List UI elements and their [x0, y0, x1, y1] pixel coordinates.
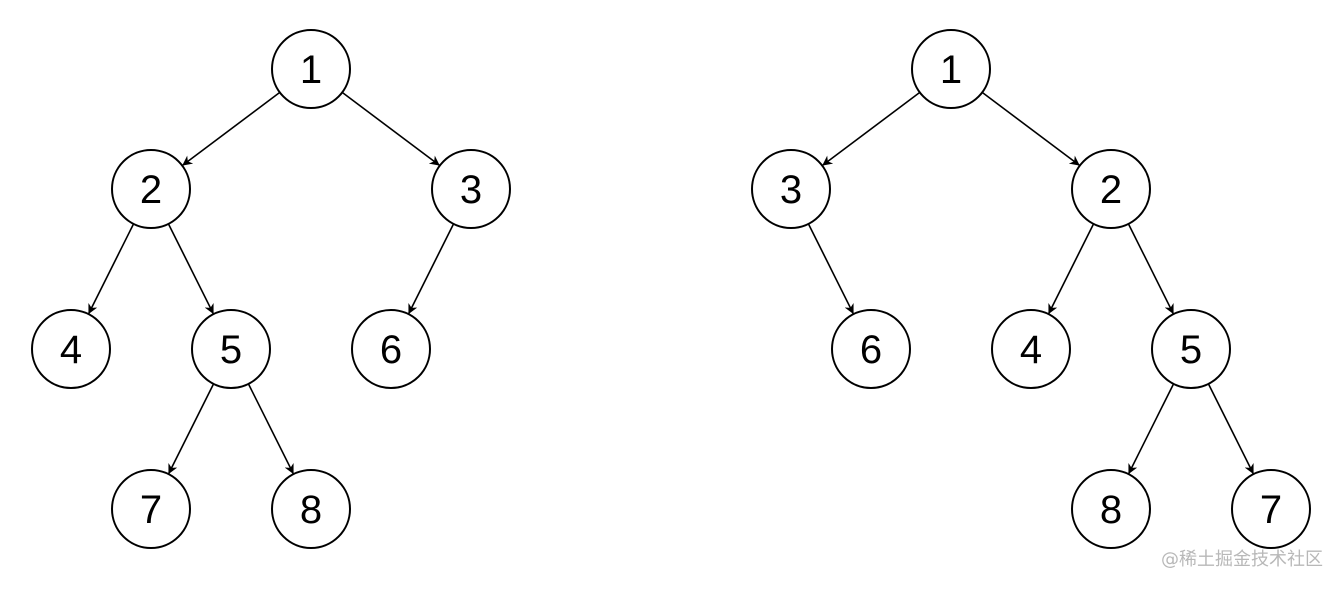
node-circle	[1071, 149, 1151, 229]
node-mirrored-2: 2	[1071, 149, 1151, 229]
node-circle	[111, 469, 191, 549]
node-label: 4	[1020, 328, 1042, 372]
edge-original-2-4	[88, 223, 135, 315]
node-mirrored-6: 6	[831, 309, 911, 389]
edge-original-1-2	[182, 91, 281, 166]
node-original-4: 4	[31, 309, 111, 389]
edge-mirrored-5-8	[1128, 383, 1175, 475]
watermark-text: @稀土掘金技术社区	[1161, 549, 1323, 570]
node-label: 6	[860, 328, 882, 372]
node-original-1: 1	[271, 29, 351, 109]
node-circle	[351, 309, 431, 389]
tree-original: 1 2 3 4 5 6 7 8	[31, 29, 511, 549]
node-label: 1	[940, 48, 962, 92]
edge-original-3-6	[408, 223, 455, 315]
node-original-8: 8	[271, 469, 351, 549]
node-label: 8	[1100, 488, 1122, 532]
node-label: 2	[140, 168, 162, 212]
node-circle	[1231, 469, 1311, 549]
node-original-2: 2	[111, 149, 191, 229]
node-mirrored-4: 4	[991, 309, 1071, 389]
node-label: 7	[1260, 488, 1282, 532]
node-circle	[1151, 309, 1231, 389]
node-original-7: 7	[111, 469, 191, 549]
node-circle	[271, 29, 351, 109]
node-circle	[111, 149, 191, 229]
edge-mirrored-1-2	[981, 91, 1080, 166]
edge-original-5-8	[247, 383, 294, 475]
tree-mirrored: 1 3 2 6 4 5 8 7	[751, 29, 1311, 549]
node-label: 8	[300, 488, 322, 532]
node-mirrored-5: 5	[1151, 309, 1231, 389]
node-label: 4	[60, 328, 82, 372]
node-label: 5	[220, 328, 242, 372]
node-label: 6	[380, 328, 402, 372]
node-circle	[911, 29, 991, 109]
node-label: 3	[460, 168, 482, 212]
edge-mirrored-5-7	[1207, 383, 1254, 475]
node-circle	[751, 149, 831, 229]
edge-original-5-7	[168, 383, 215, 475]
node-original-5: 5	[191, 309, 271, 389]
node-original-3: 3	[431, 149, 511, 229]
node-circle	[431, 149, 511, 229]
node-circle	[1071, 469, 1151, 549]
node-circle	[991, 309, 1071, 389]
node-circle	[191, 309, 271, 389]
node-mirrored-8: 8	[1071, 469, 1151, 549]
edge-mirrored-2-4	[1048, 223, 1095, 315]
node-label: 5	[1180, 328, 1202, 372]
node-mirrored-3: 3	[751, 149, 831, 229]
node-label: 2	[1100, 168, 1122, 212]
node-mirrored-7: 7	[1231, 469, 1311, 549]
edge-mirrored-1-3	[822, 91, 921, 166]
edge-original-1-3	[341, 91, 440, 166]
node-label: 7	[140, 488, 162, 532]
edge-mirrored-2-5	[1127, 223, 1174, 315]
node-mirrored-1: 1	[911, 29, 991, 109]
node-label: 3	[780, 168, 802, 212]
node-circle	[271, 469, 351, 549]
node-label: 1	[300, 48, 322, 92]
node-original-6: 6	[351, 309, 431, 389]
edge-original-2-5	[167, 223, 214, 315]
node-circle	[831, 309, 911, 389]
node-circle	[31, 309, 111, 389]
edge-mirrored-3-6	[807, 223, 854, 315]
